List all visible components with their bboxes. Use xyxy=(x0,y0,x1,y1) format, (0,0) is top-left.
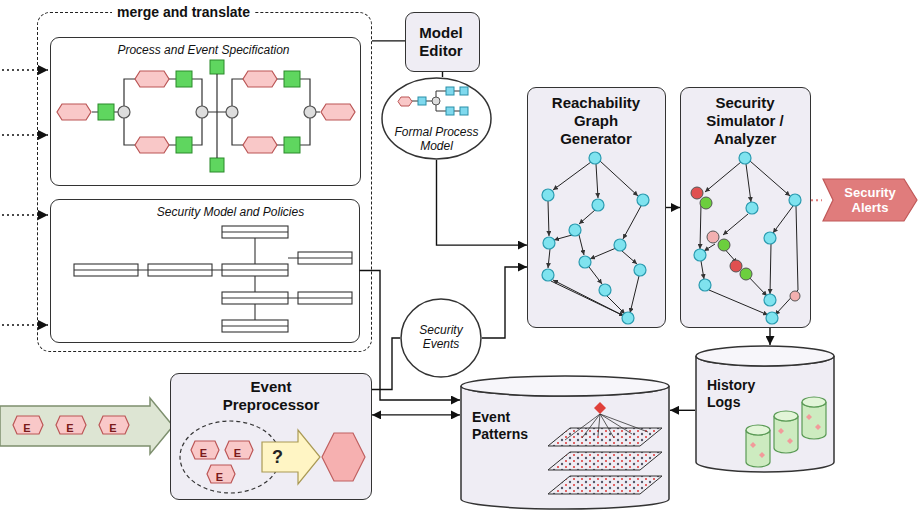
label-text: ? xyxy=(272,447,283,467)
node-text: Model Editor xyxy=(406,24,476,60)
connector xyxy=(666,207,680,208)
tool-box: Model Editor xyxy=(405,12,480,72)
node-text: Formal Process Model xyxy=(391,125,482,153)
node-text: E xyxy=(98,421,128,435)
node-text: Event Preprocessor xyxy=(216,378,326,414)
connector xyxy=(811,199,822,201)
node-text: Reachability Graph Generator xyxy=(544,94,648,148)
node-text: Security Model and Policies xyxy=(131,205,331,219)
node-text: Event Patterns xyxy=(472,409,538,443)
connector xyxy=(372,40,405,41)
event-chip: E xyxy=(206,464,236,484)
node-text: History Logs xyxy=(707,377,769,411)
connector xyxy=(372,338,400,390)
node-text: E xyxy=(206,470,234,484)
node-text: E xyxy=(190,446,218,460)
node-text: Security Simulator / Analyzer xyxy=(698,94,792,148)
input-arrows xyxy=(2,70,48,325)
connector xyxy=(769,328,770,345)
node-text: E xyxy=(224,446,252,460)
node-text: Security Events xyxy=(408,323,474,351)
connector xyxy=(670,410,695,411)
node-text: E xyxy=(12,421,42,435)
node-text: Process and Event Specification xyxy=(51,43,357,57)
event-chip: E xyxy=(224,440,254,460)
connector xyxy=(372,414,460,415)
alert-arrow: Security Alerts xyxy=(822,178,918,222)
model-ellipse: Formal Process Model xyxy=(381,77,492,160)
connector xyxy=(437,160,528,245)
node-text: E xyxy=(55,421,85,435)
event-chip: E xyxy=(190,440,220,460)
event-chip: E xyxy=(55,415,87,435)
event-chip: E xyxy=(98,415,130,435)
connector xyxy=(442,72,443,77)
event-chip: E xyxy=(12,415,44,435)
node-text: merge and translate xyxy=(112,4,255,21)
event-ellipse: Security Events xyxy=(400,298,482,378)
node-text: Security Alerts xyxy=(836,185,904,215)
connector xyxy=(482,267,527,338)
